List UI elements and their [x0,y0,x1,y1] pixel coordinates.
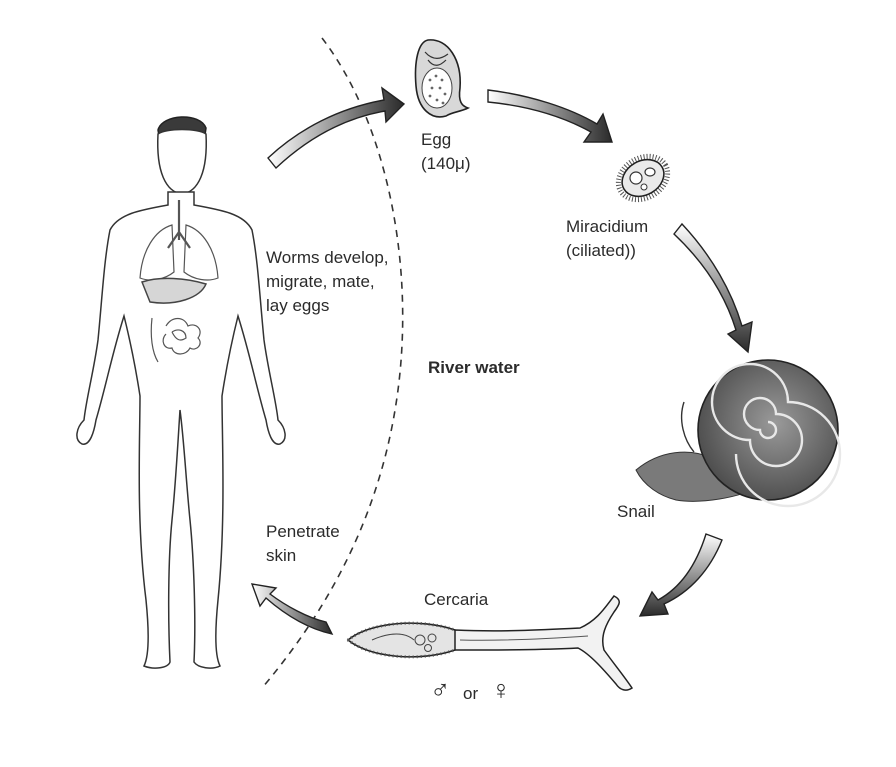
arrow-snail-to-cercaria [638,533,723,617]
miracidium-illustration [615,153,671,203]
arrow-human-to-egg [267,86,406,170]
miracidium-label: Miracidium (ciliated)) [566,215,648,263]
human-intestines [150,317,201,363]
miracidium-label-line2: (ciliated)) [566,241,636,260]
or-text: or [462,684,479,703]
penetrate-skin-line1: Penetrate [266,522,340,541]
snail-label: Snail [617,502,655,521]
worms-label-line2: migrate, mate, [266,272,375,291]
human-lungs [139,200,219,281]
snail-illustration [635,359,842,508]
egg-illustration [414,39,471,118]
human-head [157,128,207,195]
worms-label-line1: Worms develop, [266,248,389,267]
river-water-label: River water [428,358,520,377]
penetrate-skin-label: Penetrate skin [266,520,340,568]
arrow-cercaria-to-human [250,583,334,636]
cercaria-illustration [346,595,634,691]
worms-label: Worms develop, migrate, mate, lay eggs [266,246,389,318]
miracidium-label-line1: Miracidium [566,217,649,236]
human-body [76,191,286,669]
male-symbol: ♂ [430,675,451,705]
human-figure [76,116,286,669]
penetrate-skin-line2: skin [266,546,297,565]
worms-label-line3: lay eggs [266,296,330,315]
human-liver [141,277,208,304]
female-symbol: ♀ [490,675,512,705]
egg-label-line1: Egg [421,130,452,149]
egg-label-line2: (140μ) [421,154,471,173]
cercaria-label: Cercaria [424,590,489,609]
arrow-miracidium-to-snail [673,222,753,354]
river-water-boundary [261,37,404,689]
sex-symbols: ♂ or ♀ [430,675,512,706]
arrow-egg-to-miracidium [487,89,613,143]
egg-label: Egg (140μ) [421,128,470,176]
